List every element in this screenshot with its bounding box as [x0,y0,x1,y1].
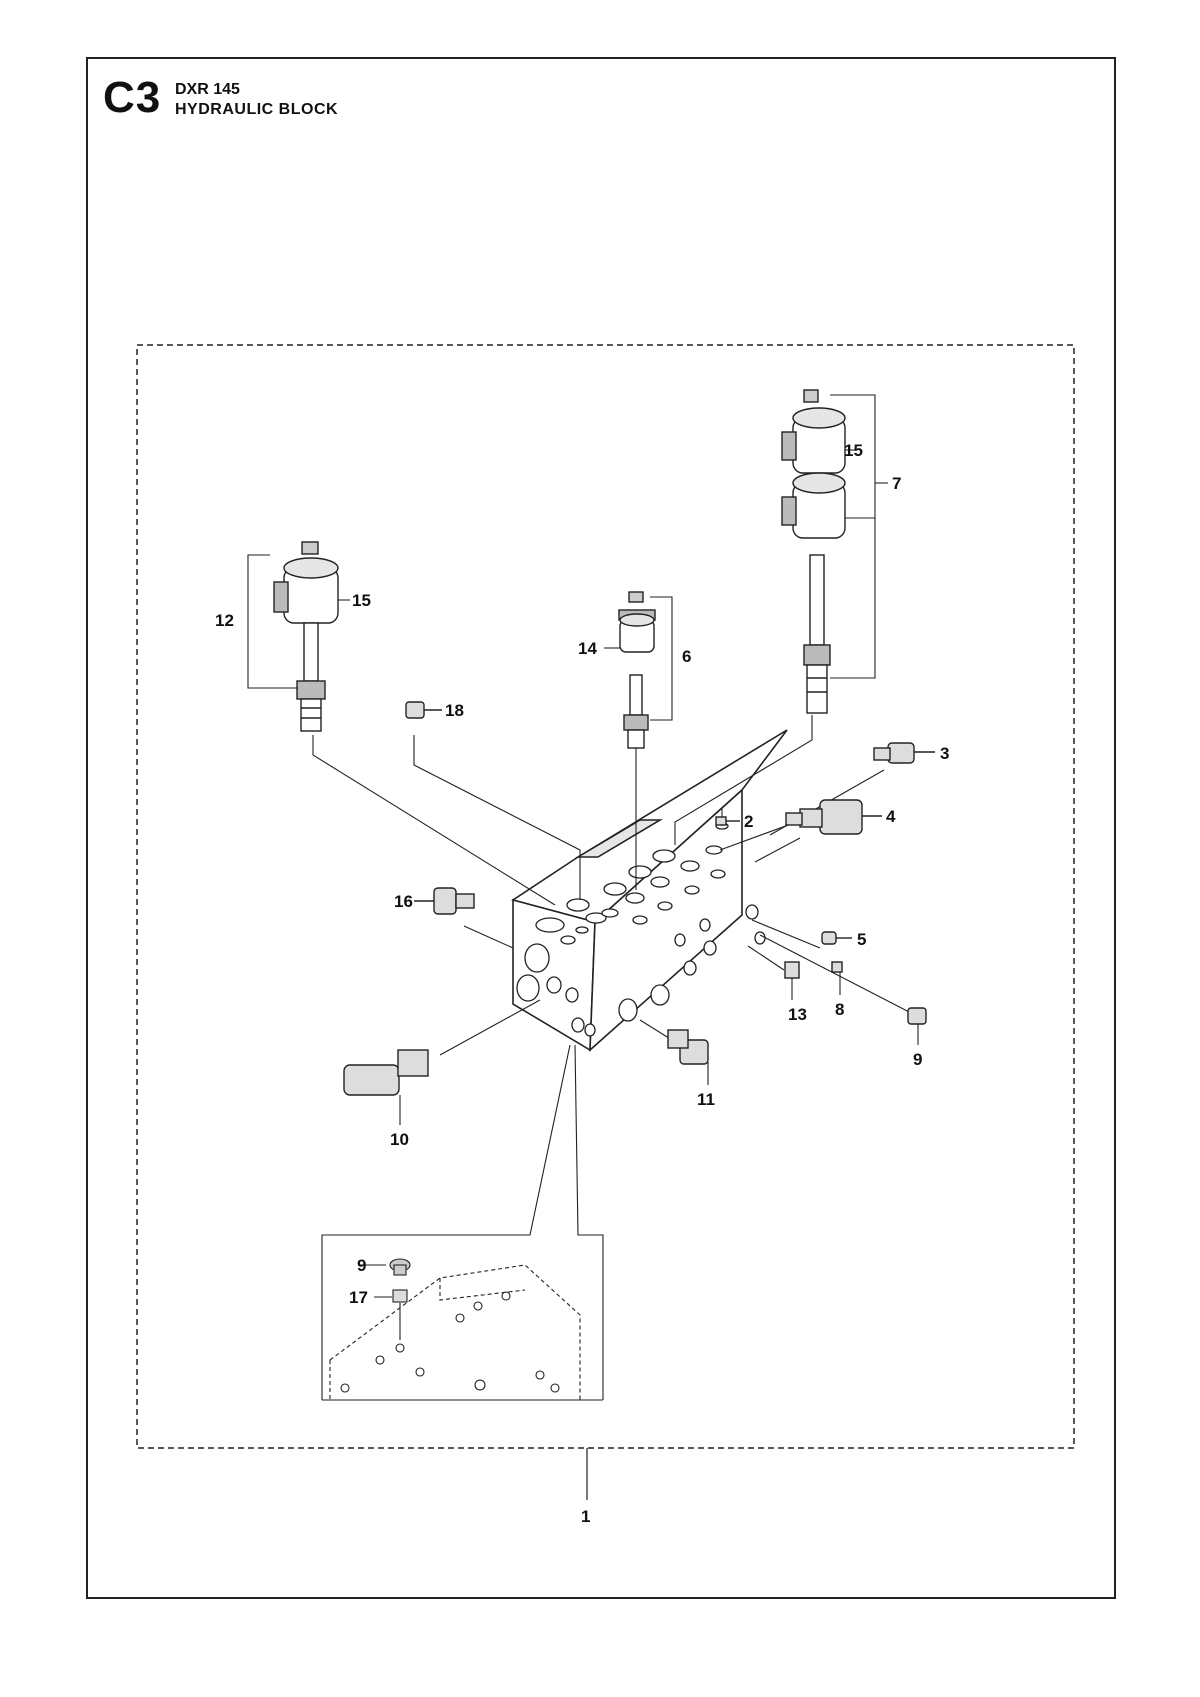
valve-4 [819,799,863,835]
callout-9: 9 [913,1050,922,1069]
callout-5: 5 [857,930,866,949]
callout-13: 13 [788,1005,807,1024]
callout-11: 11 [697,1090,715,1109]
callout-4: 4 [886,807,896,826]
leader-lines [312,715,916,1401]
callout-2: 2 [744,812,753,831]
callout-inset-9: 9 [357,1256,366,1275]
callout-15-left: 15 [352,591,371,610]
callout-6: 6 [682,647,691,666]
callout-16: 16 [394,892,413,911]
bracket-6 [650,596,673,721]
small-parts [343,701,935,1096]
bracket-12 [247,554,298,689]
callout-18: 18 [445,701,464,720]
callout-15-right: 15 [844,441,863,460]
hydraulic-block [511,729,788,1052]
plug-18 [405,701,425,719]
block-ports-side [516,904,766,1037]
callout-3: 3 [940,744,949,763]
valve-10 [343,1064,400,1096]
callout-1: 1 [581,1507,590,1526]
valve-16 [433,887,457,915]
model-name: DXR 145 [175,81,240,98]
solenoid-valve-right [781,389,846,714]
callout-14: 14 [578,639,597,658]
callout-12: 12 [215,611,234,630]
inset-detail [329,1258,581,1400]
section-code: C3 [103,73,162,122]
callout-8: 8 [835,1000,844,1019]
callout-7: 7 [892,474,901,493]
bracket-7-outer [830,394,876,679]
fitting-13 [784,961,800,979]
plug-8 [831,961,843,973]
block-ports-top [535,822,729,945]
plug-5 [821,931,837,945]
plug-9 [907,1007,927,1025]
diagram-title: HYDRAULIC BLOCK [175,101,339,118]
callout-17: 17 [349,1288,368,1307]
solenoid-valve-left [273,541,339,732]
plug-3 [887,742,915,764]
page-frame [86,57,1116,1599]
solenoid-valve-middle [618,591,656,749]
screw-2 [715,816,727,826]
callout-10: 10 [390,1130,409,1149]
